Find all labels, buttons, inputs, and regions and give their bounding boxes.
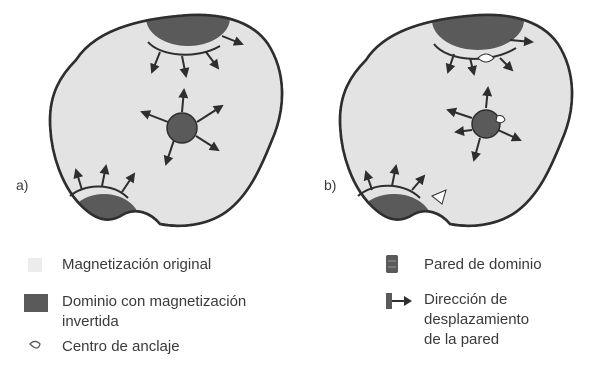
legend-wall-direction-line2: desplazamiento [424,310,529,330]
panel-a [50,0,282,250]
inverted-domain-center-a [167,113,197,143]
light-swatch-icon [28,258,42,272]
dark-swatch-icon [24,294,48,312]
legend-wall-direction-line3: de la pared [424,330,499,350]
inverted-domain-center-b [472,110,500,138]
legend-original-magnetization: Magnetización original [62,255,211,275]
domain-wall-icon [384,254,400,274]
legend-wall-direction-line1: Dirección de [424,290,507,310]
legend-inverted-domain-line1: Dominio con magnetización [62,292,246,312]
grain-b [340,15,572,226]
panel-label-b: b) [324,177,336,193]
legend-domain-wall: Pared de dominio [424,255,542,275]
wall-direction-arrow-icon [384,292,414,310]
legend-inverted-domain-line2: invertida [62,312,119,332]
pinning-center-icon [28,340,42,354]
panel-b [340,0,572,250]
legend-pinning-center: Centro de anclaje [62,337,180,357]
panel-label-a: a) [16,177,28,193]
